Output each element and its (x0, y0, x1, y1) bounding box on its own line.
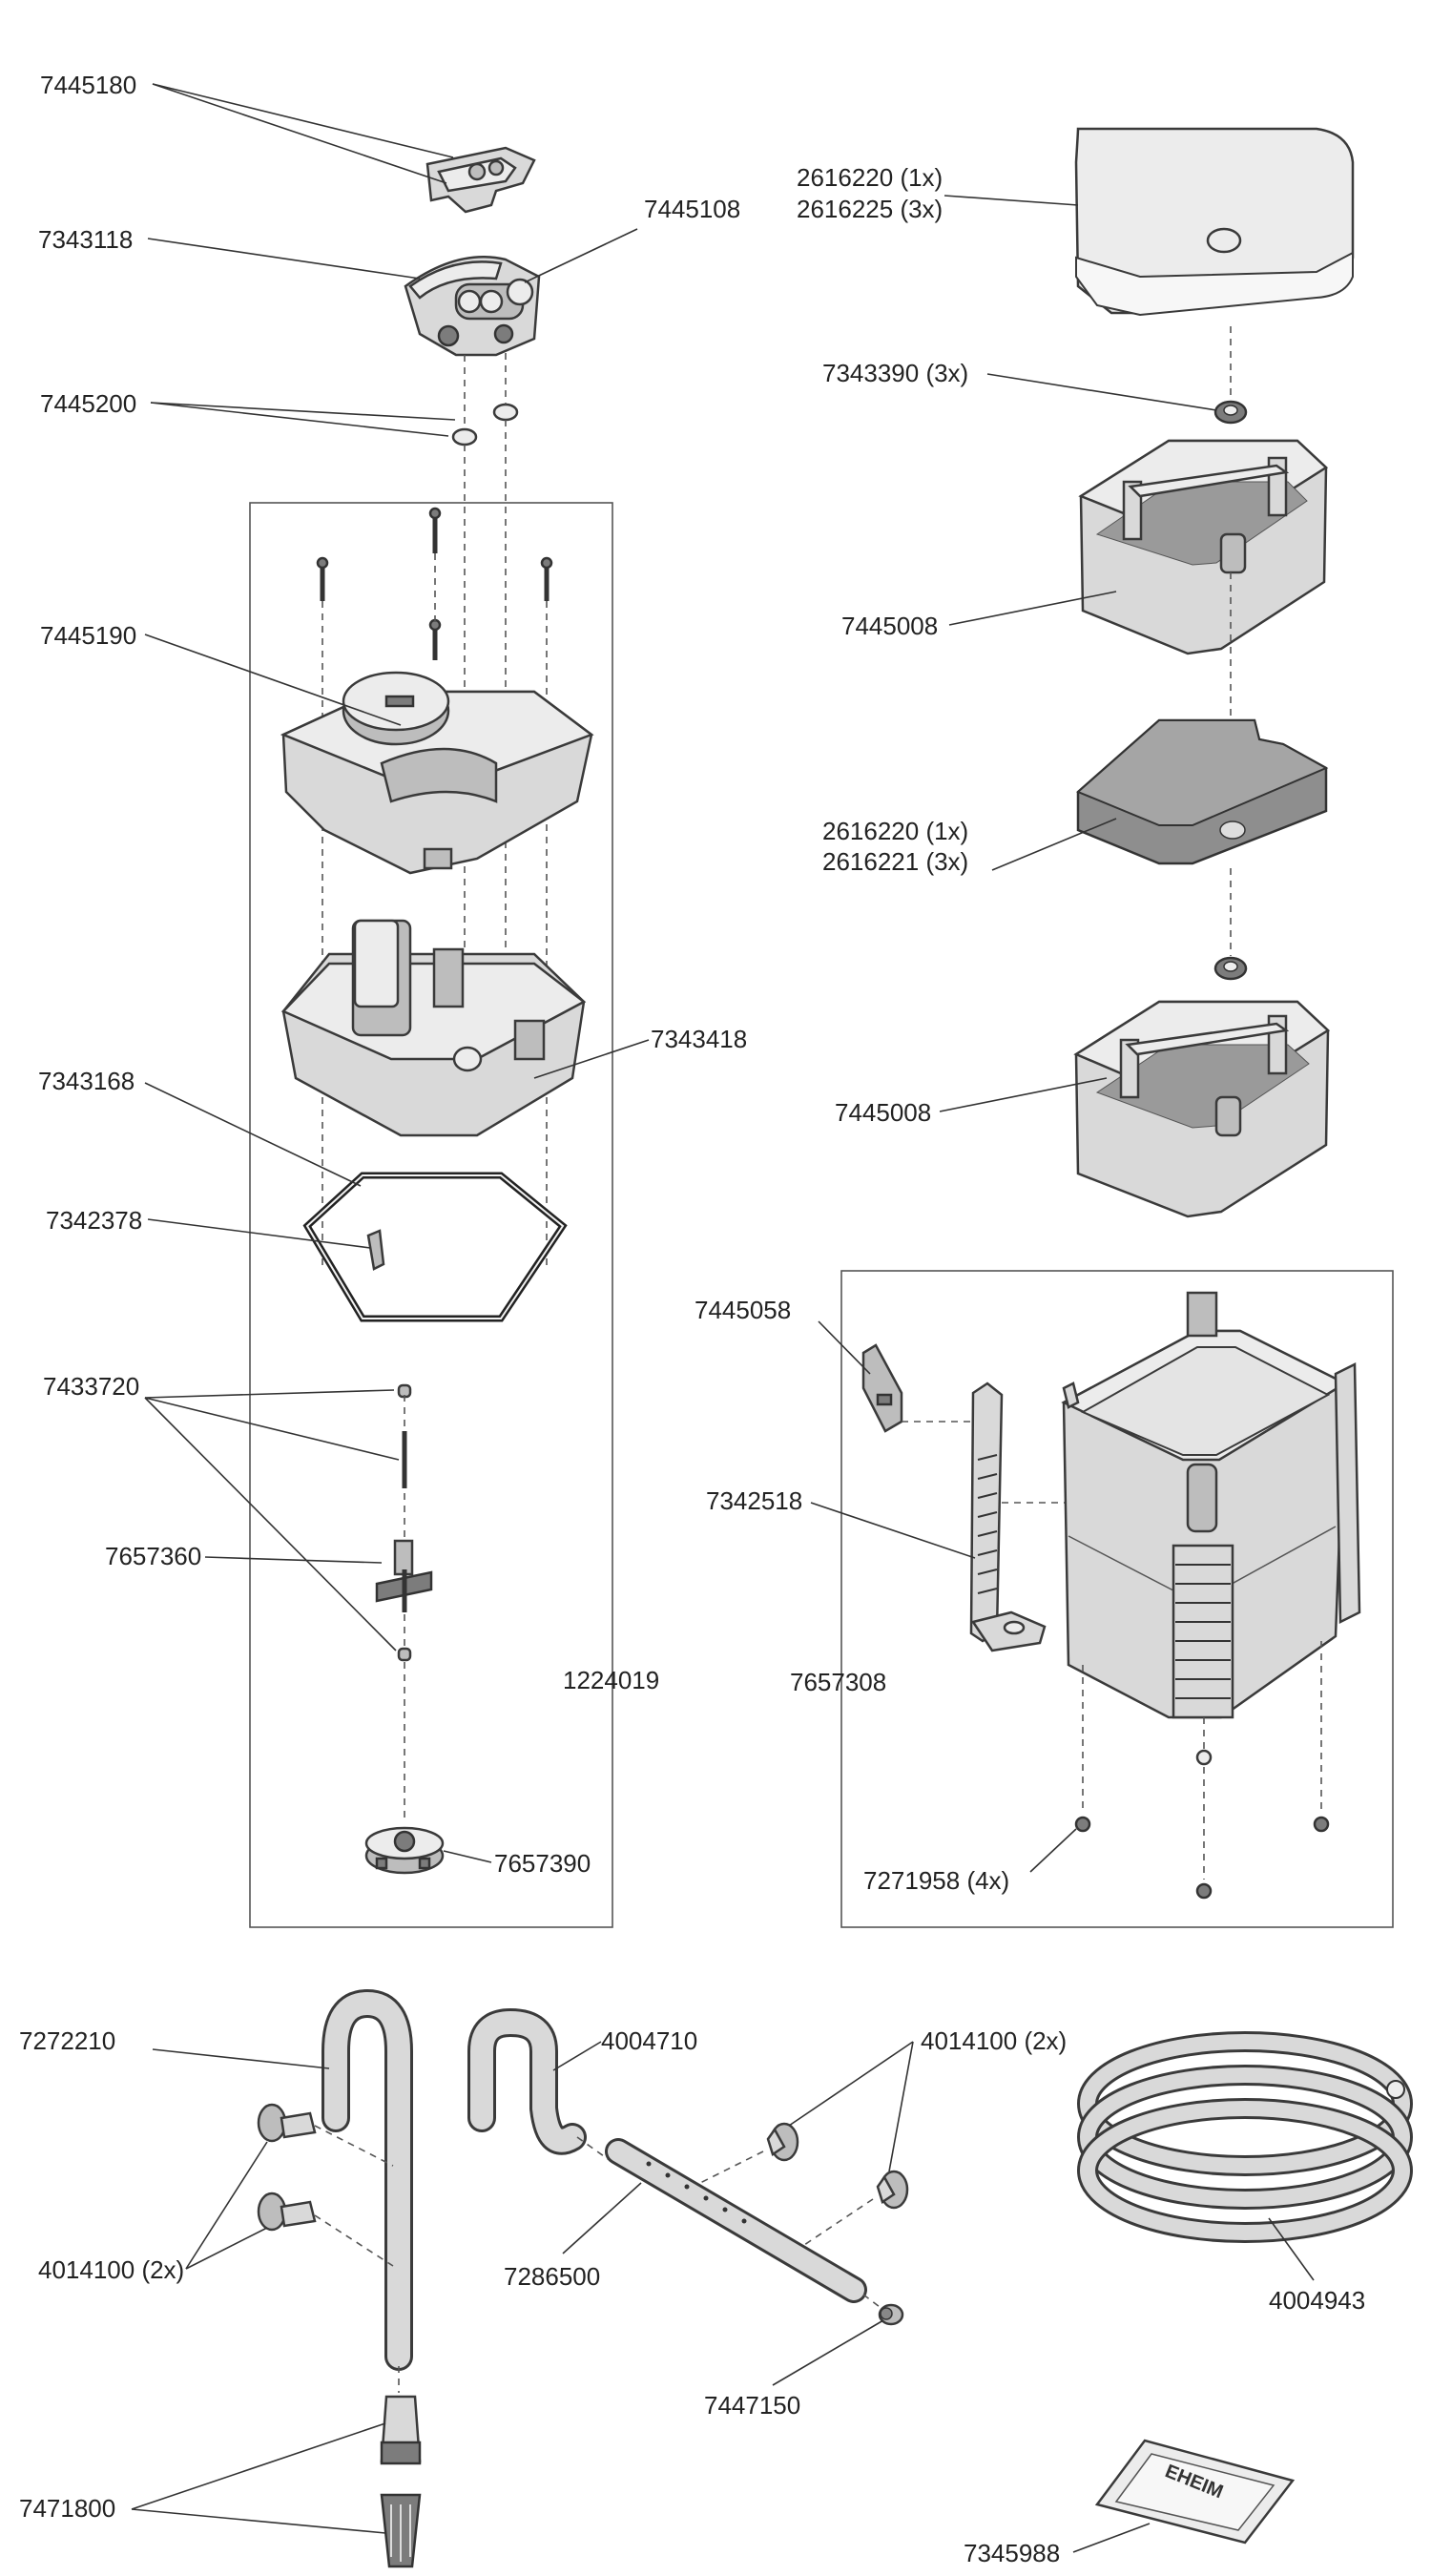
shaft-parts (397, 1383, 412, 1662)
clip-part (425, 146, 536, 214)
leader-lines (131, 83, 1315, 2553)
small-part (366, 1229, 385, 1271)
label-2616220-mid: 2616220 (1x) (822, 817, 968, 845)
label-7657360: 7657360 (105, 1542, 201, 1570)
spray-bar-part (605, 2138, 867, 2303)
pump-head-part (280, 671, 594, 875)
label-7445180: 7445180 (40, 71, 136, 99)
label-7657390: 7657390 (494, 1849, 591, 1878)
side-clip-part (969, 1381, 1047, 1652)
label-7271958: 7271958 (4x) (863, 1866, 1009, 1895)
label-2616225: 2616225 (3x) (797, 195, 943, 223)
top-filter-pad (1074, 127, 1355, 317)
middle-filter-pad (1076, 718, 1329, 865)
label-7433720: 7433720 (43, 1372, 139, 1401)
outlet-bend-part (467, 2007, 587, 2155)
label-7342378: 7342378 (46, 1206, 142, 1235)
upper-basket (1078, 439, 1329, 655)
label-7445008-upper: 7445008 (841, 612, 938, 640)
foot-4 (1195, 1749, 1213, 1766)
suction-cups-right (766, 2122, 909, 2210)
label-7445108: 7445108 (644, 195, 740, 223)
strainer-part (380, 2395, 422, 2568)
label-7342518: 7342518 (706, 1486, 802, 1515)
label-7445058: 7445058 (695, 1296, 791, 1324)
canister-part (1061, 1291, 1361, 1719)
label-7343168: 7343168 (38, 1067, 135, 1095)
label-2616220-top: 2616220 (1x) (797, 163, 943, 192)
label-7447150: 7447150 (704, 2391, 800, 2420)
label-7343418: 7343418 (651, 1025, 747, 1053)
canister-frame (840, 1270, 1394, 1928)
suction-cups-left (257, 2103, 317, 2232)
grease-packet-part: EHEIM (1094, 2439, 1296, 2545)
valve-block-part (404, 256, 541, 357)
o-ring-right (492, 403, 519, 422)
label-7657308: 7657308 (790, 1668, 886, 1696)
label-4004710: 4004710 (601, 2026, 697, 2055)
label-7343390: 7343390 (3x) (822, 359, 968, 387)
label-7445200: 7445200 (40, 389, 136, 418)
label-7286500: 7286500 (504, 2262, 600, 2291)
seal-ring-part (302, 1172, 568, 1322)
lower-basket (1073, 1000, 1331, 1218)
motor-housing-part (280, 919, 587, 1137)
label-7345988: 7345988 (964, 2539, 1060, 2567)
hose-part (1077, 2031, 1413, 2243)
label-7272210: 7272210 (19, 2026, 115, 2055)
impeller-cover-part (364, 1826, 445, 1875)
label-1224019: 1224019 (563, 1666, 659, 1694)
label-2616221: 2616221 (3x) (822, 847, 968, 876)
label-7445008-lower: 7445008 (835, 1098, 931, 1127)
latch-part (861, 1343, 903, 1433)
o-ring-left (451, 427, 478, 447)
foot-1 (1074, 1816, 1091, 1833)
pump-kit-frame (249, 502, 613, 1928)
foot-3 (1195, 1882, 1213, 1900)
label-4014100-left: 4014100 (2x) (38, 2255, 184, 2284)
label-7343118: 7343118 (38, 225, 133, 254)
impeller-part (375, 1539, 433, 1612)
label-7471800: 7471800 (19, 2494, 115, 2523)
label-4014100-right: 4014100 (2x) (921, 2026, 1067, 2055)
label-7445190: 7445190 (40, 621, 136, 650)
label-4004943: 4004943 (1269, 2286, 1365, 2315)
foot-2 (1313, 1816, 1330, 1833)
